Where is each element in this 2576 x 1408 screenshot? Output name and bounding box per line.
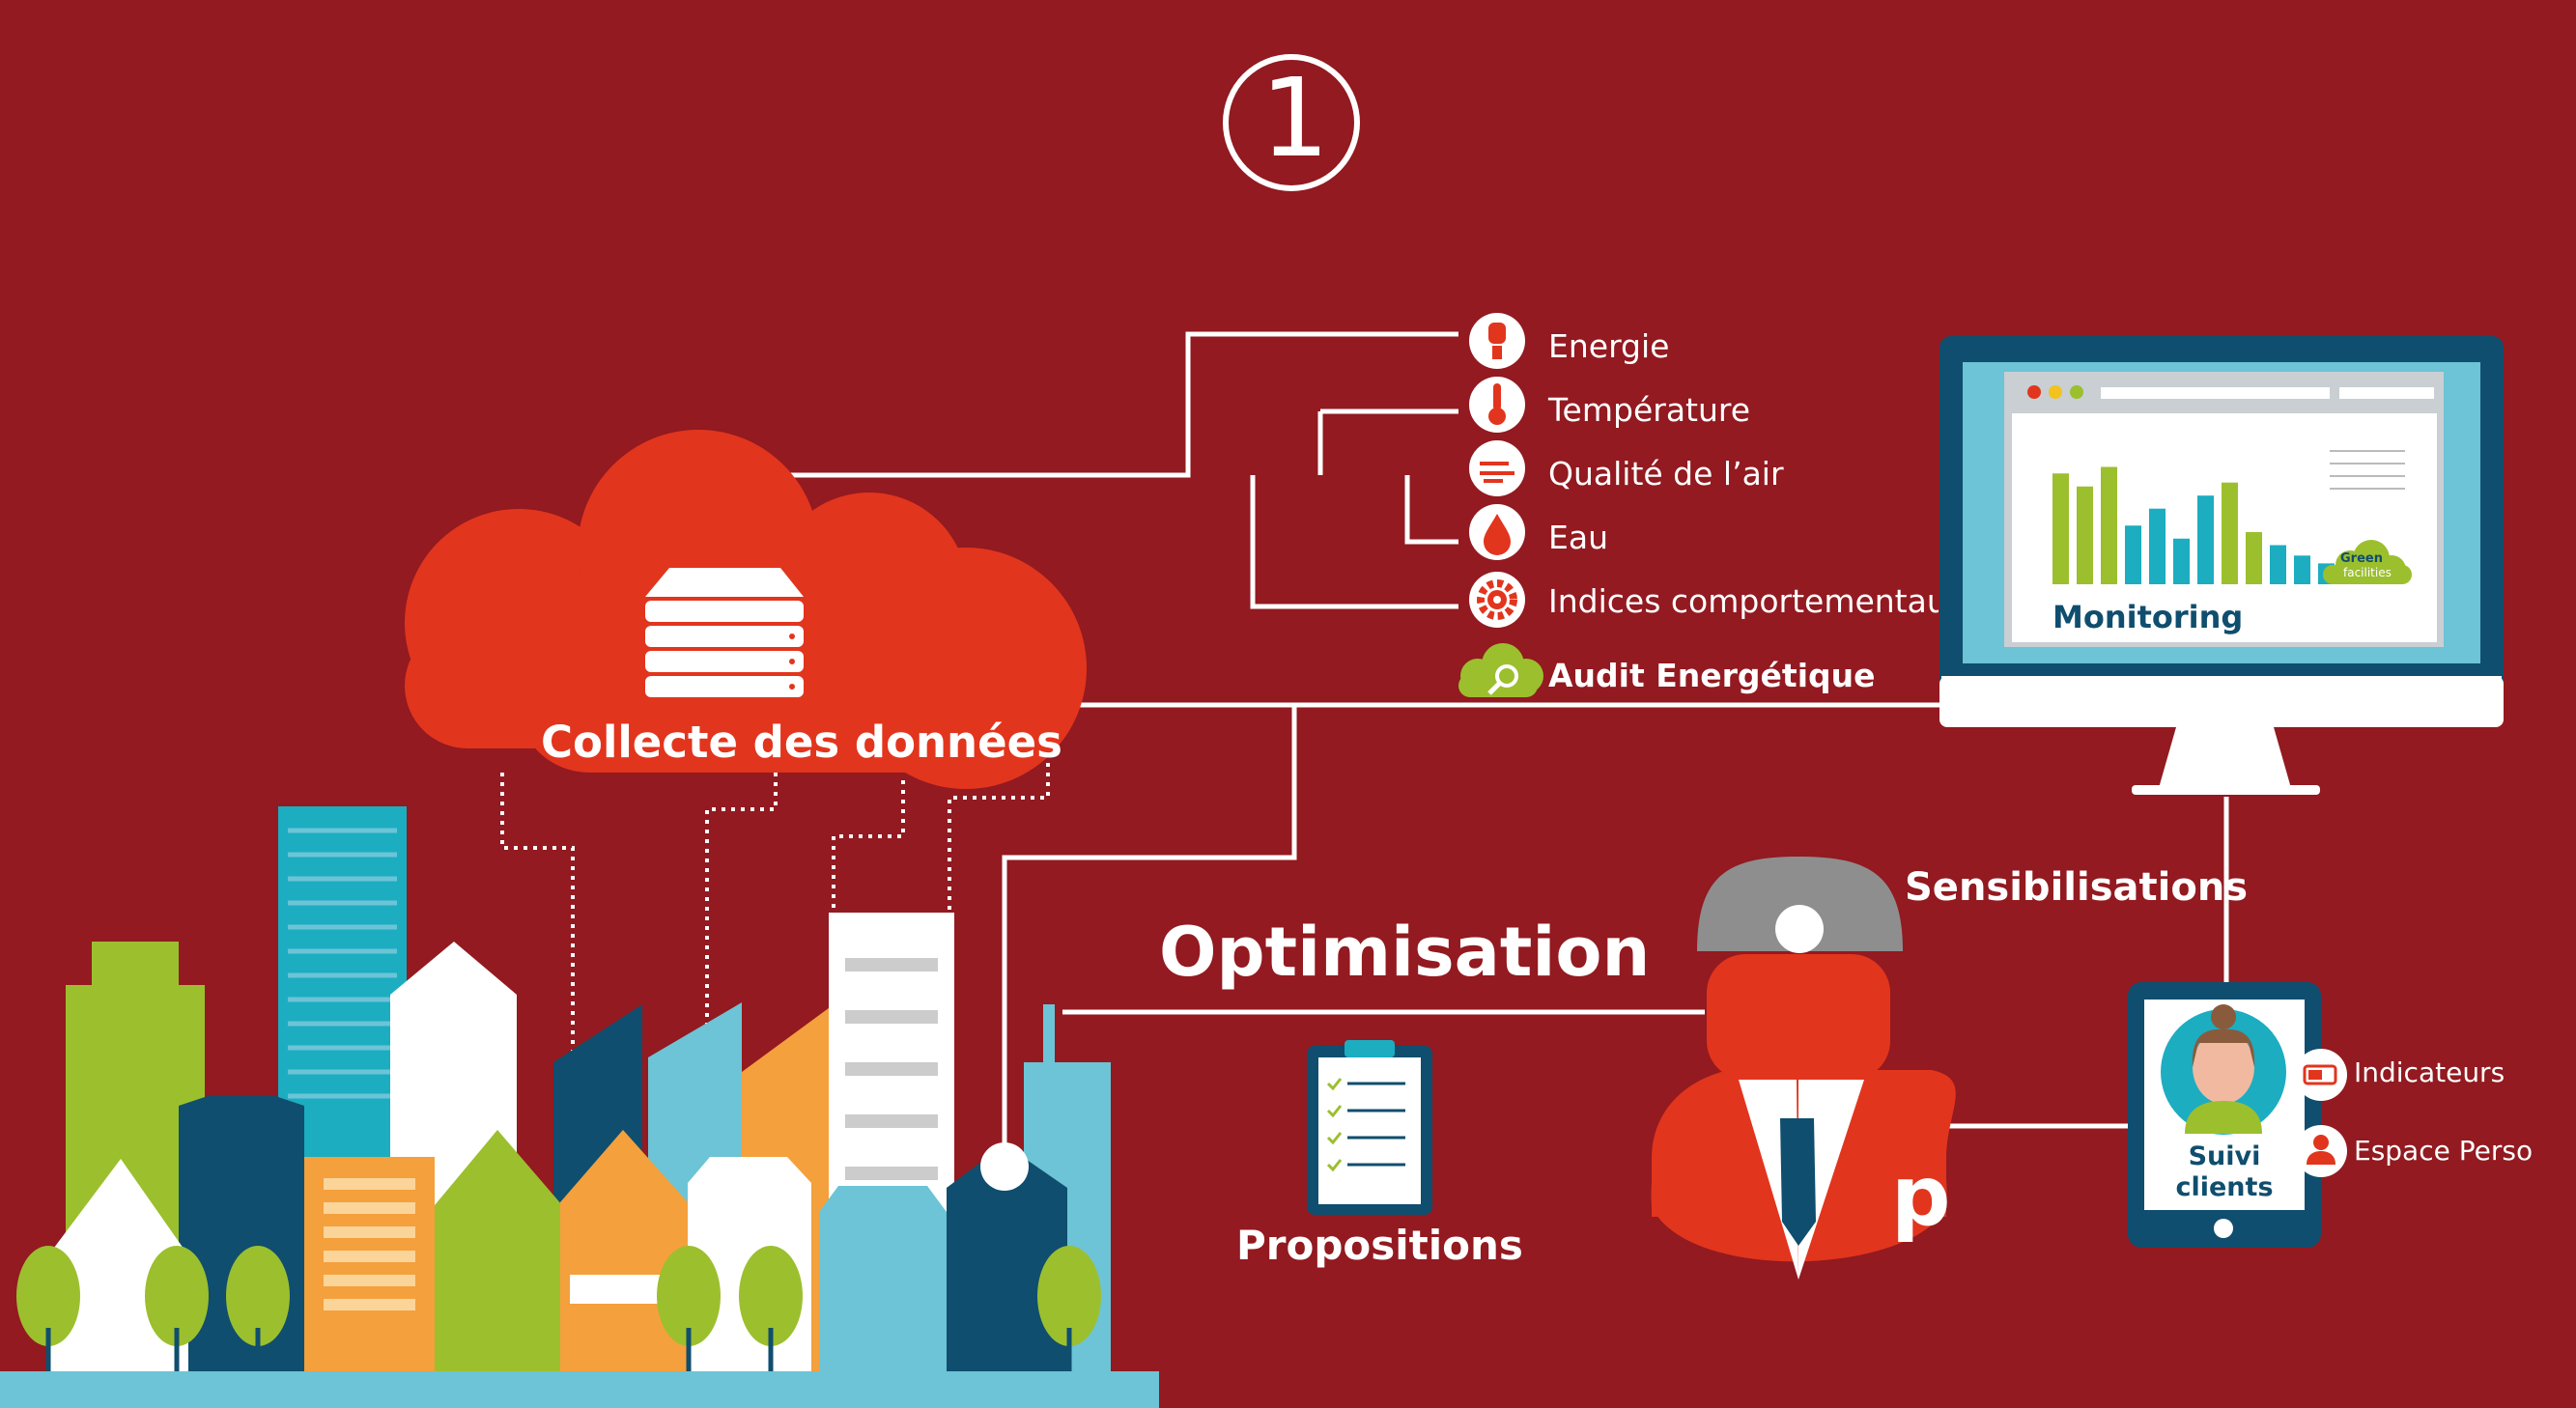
- bulb-icon: [1469, 313, 1525, 369]
- battery-icon: [2295, 1049, 2347, 1101]
- green-facilities-logo: [2323, 540, 2412, 584]
- source-label-energie: Energie: [1548, 327, 1670, 365]
- monitor-bar-10: [2270, 545, 2286, 584]
- user-icon: [2295, 1125, 2347, 1177]
- monitor-bar-1: [2052, 473, 2069, 584]
- audit-cloud-icon: [1458, 643, 1543, 697]
- indicator-label-espace-perso: Espace Perso: [2354, 1135, 2534, 1167]
- tablet: [2128, 982, 2321, 1248]
- source-label-eau: Eau: [1548, 519, 1608, 556]
- step-number: 1: [1260, 56, 1330, 182]
- consultant-badge: p: [1891, 1148, 1951, 1245]
- city-connector-node: [980, 1142, 1029, 1191]
- indicator-icons: [2295, 1049, 2347, 1177]
- water-drop-icon: [1469, 504, 1525, 560]
- connector-lines: [728, 331, 2229, 1166]
- gear-icon: [1469, 572, 1525, 628]
- propositions-label: Propositions: [1236, 1222, 1523, 1269]
- step-circle: [1223, 54, 1360, 191]
- monitor-bar-8: [2222, 482, 2238, 584]
- audit-label: Audit Energétique: [1548, 657, 1876, 694]
- monitor-bar-5: [2149, 508, 2166, 584]
- monitor-stand: [2159, 727, 2291, 788]
- source-label-temperature: Température: [1548, 391, 1751, 429]
- source-label-behaviour: Indices comportementaux: [1548, 582, 1939, 620]
- optimisation-label: Optimisation: [1159, 913, 1651, 992]
- monitor-bar-2: [2077, 486, 2093, 584]
- source-icons: [1458, 313, 1543, 697]
- source-label-air-quality: Qualité de l’air: [1548, 455, 1784, 493]
- monitor: [1939, 336, 2504, 795]
- monitor-bar-9: [2246, 532, 2262, 584]
- monitor-base: [2132, 785, 2320, 795]
- air-icon: [1469, 440, 1525, 496]
- server-icon: [645, 568, 804, 697]
- consultant-figure: p: [1651, 857, 1956, 1280]
- thermometer-icon: [1469, 377, 1525, 433]
- monitoring-label: Monitoring: [2052, 599, 2244, 635]
- monitor-bar-3: [2101, 466, 2117, 584]
- logo-text-facilities: facilities: [2343, 566, 2392, 579]
- monitor-chart-bars: [2052, 466, 2335, 584]
- monitor-bar-4: [2125, 525, 2141, 584]
- monitor-bar-6: [2173, 538, 2190, 584]
- clipboard-icon: [1307, 1040, 1432, 1215]
- monitor-bar-7: [2197, 495, 2214, 584]
- city-illustration: [0, 806, 1159, 1408]
- monitor-bar-11: [2294, 555, 2310, 584]
- tablet-label-line2: clients: [2175, 1172, 2274, 1202]
- indicator-label-indicateurs: Indicateurs: [2354, 1056, 2505, 1088]
- data-collection-title: Collecte des données: [541, 717, 1062, 768]
- dotted-connectors: [500, 763, 1050, 1053]
- monitor-text-lines: [2330, 450, 2405, 490]
- logo-text-green: Green: [2340, 551, 2383, 566]
- data-collection-cloud: [405, 430, 1087, 789]
- sensibilisations-label: Sensibilisations: [1905, 865, 2249, 910]
- tablet-label-line1: Suivi: [2188, 1141, 2261, 1171]
